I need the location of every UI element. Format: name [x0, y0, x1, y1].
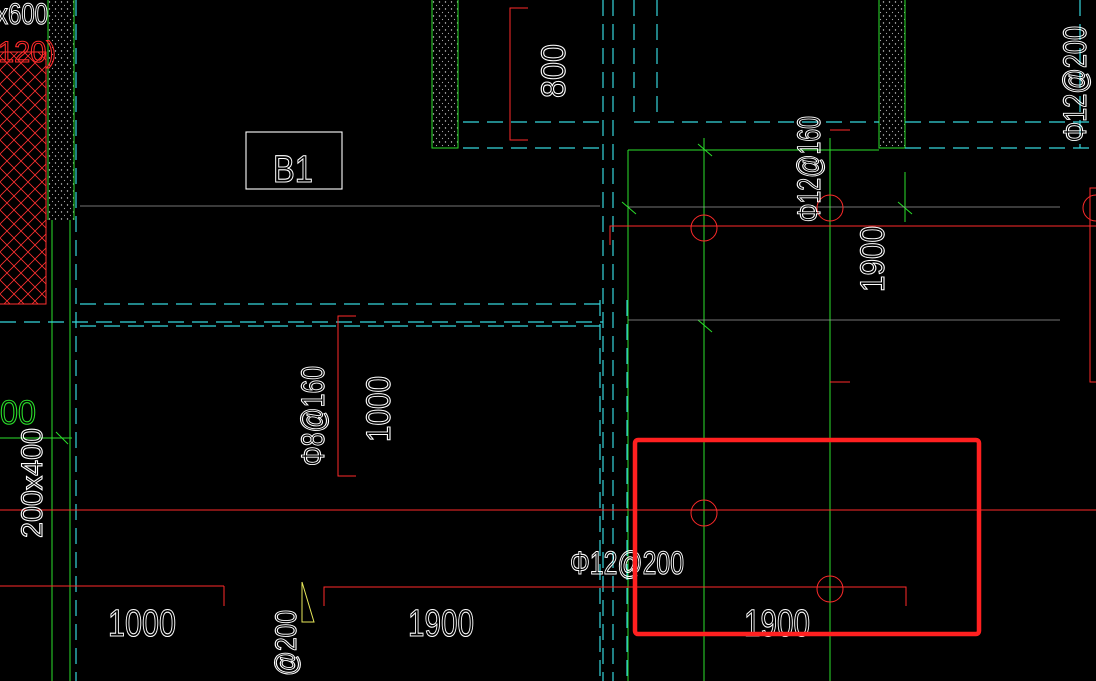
partial-bottom-rebar-label: @200 [270, 610, 303, 676]
rebar-marker-1 [690, 214, 718, 242]
dim-bottom-left-label: 1000 [108, 603, 176, 645]
dim-1900-vertical-label: 1900 [854, 226, 892, 292]
rebar-label-bottom: Φ12@200 [570, 545, 684, 581]
rebar-marker-3 [1082, 194, 1096, 222]
axis-lines [0, 138, 913, 681]
rebar-phi8-label: Φ8@160 [295, 366, 331, 466]
reference-lines [80, 205, 1060, 321]
beam-size-left-label: 200x400 [16, 428, 49, 538]
dim-bottom-mid-label: 1900 [408, 603, 474, 645]
section-arrow [301, 581, 315, 623]
highlight-box [632, 437, 982, 637]
wall-stipple-top-right [878, 0, 906, 149]
rebar-marker-2 [816, 194, 844, 222]
rebar-marker-4 [690, 499, 718, 527]
dim-800-label: 800 [535, 44, 573, 98]
rebar-lines [0, 7, 1096, 606]
dim-bottom-right-label: 1900 [744, 603, 810, 645]
partial-dim-top-left-red: 120) [0, 36, 56, 69]
rebar-label-mid-vertical: Φ12@160 [791, 116, 827, 222]
wall-stipple-top-mid [431, 0, 459, 149]
partial-left-green-label: 00 [0, 394, 36, 432]
wall-stipple-left [47, 0, 75, 220]
partial-dim-top-left: x600 [0, 0, 48, 31]
dim-1000-vertical-label: 1000 [360, 376, 398, 442]
slab-label: B1 [273, 149, 313, 191]
rebar-label-top-right: Φ12@200 [1057, 26, 1093, 142]
slab-label-box [245, 131, 343, 190]
column-hatch-left [0, 51, 47, 305]
rebar-marker-5 [816, 575, 844, 603]
rebar-markers [690, 194, 1096, 603]
